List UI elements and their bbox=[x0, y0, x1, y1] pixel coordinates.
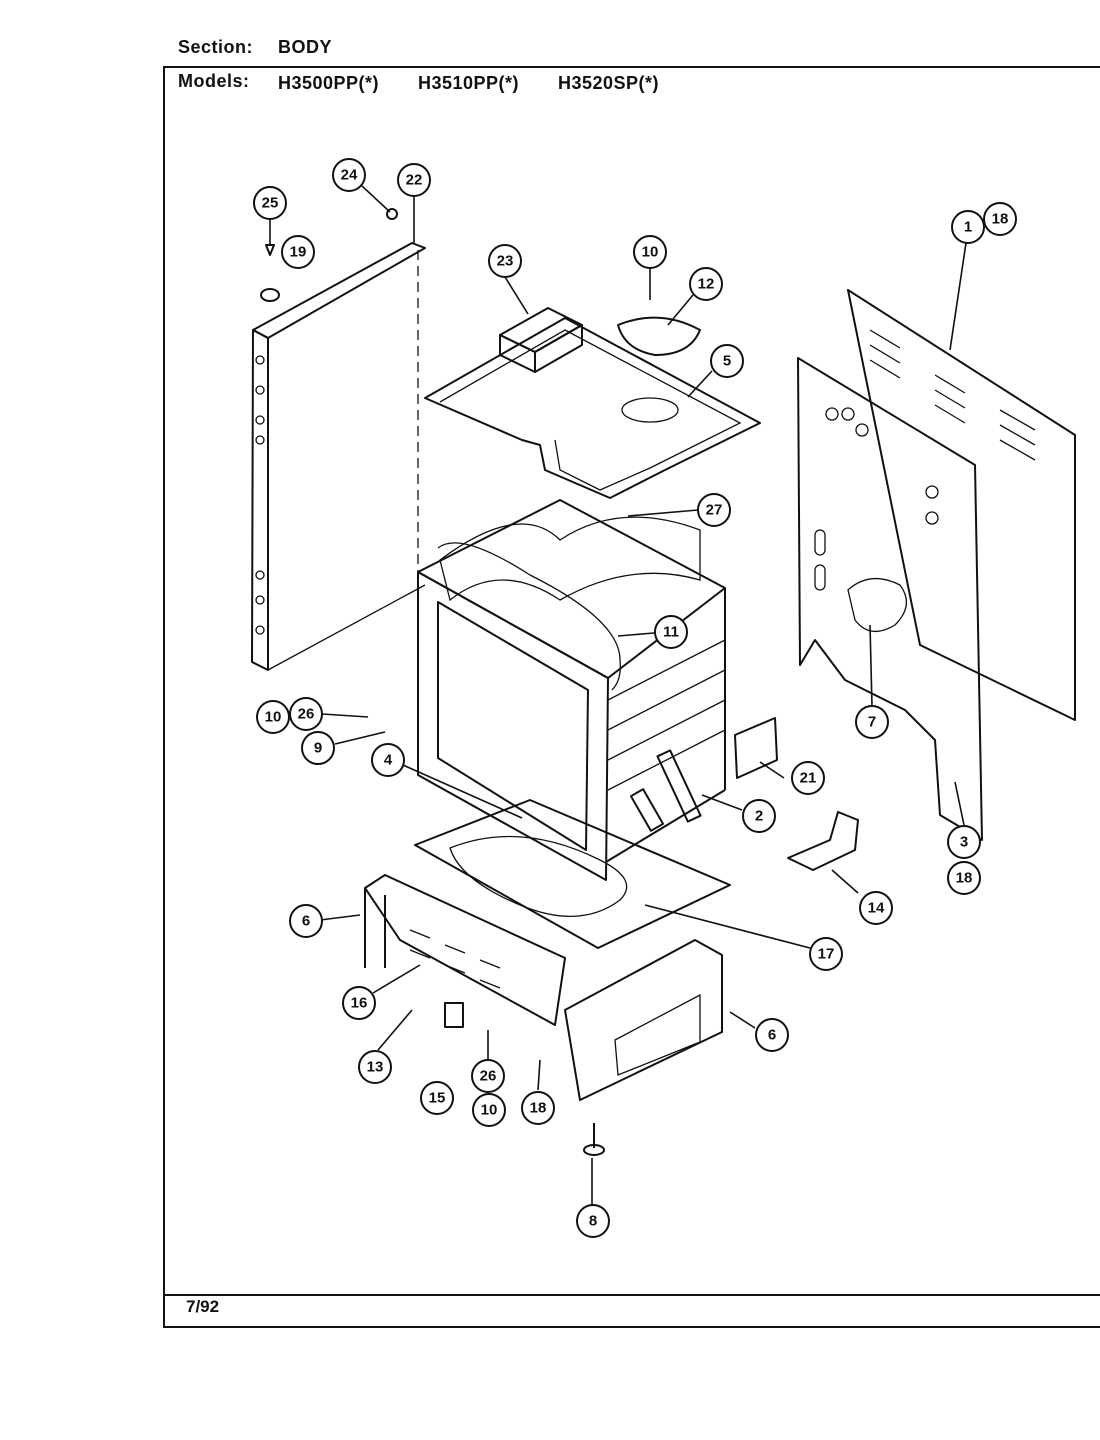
svg-text:16: 16 bbox=[351, 995, 368, 1012]
callout-1: 1 bbox=[951, 210, 985, 244]
callout-21: 21 bbox=[791, 761, 825, 795]
part-junction-box bbox=[499, 307, 583, 373]
svg-text:18: 18 bbox=[956, 870, 973, 887]
svg-text:1: 1 bbox=[964, 219, 972, 236]
svg-text:3: 3 bbox=[960, 834, 968, 851]
callout-24: 24 bbox=[332, 158, 366, 192]
svg-text:25: 25 bbox=[262, 195, 279, 212]
callout-23: 23 bbox=[488, 244, 522, 278]
model-1: H3500PP(*) bbox=[278, 73, 380, 93]
callout-26-bottom: 26 bbox=[471, 1059, 505, 1093]
svg-text:18: 18 bbox=[992, 211, 1009, 228]
svg-text:10: 10 bbox=[481, 1102, 498, 1119]
callout-2: 2 bbox=[742, 799, 776, 833]
callout-25: 25 bbox=[253, 186, 287, 220]
callout-6-left: 6 bbox=[289, 904, 323, 938]
callout-17: 17 bbox=[809, 937, 843, 971]
callout-10-left: 10 bbox=[256, 700, 290, 734]
svg-text:19: 19 bbox=[290, 244, 307, 261]
callout-7: 7 bbox=[855, 705, 889, 739]
callout-14: 14 bbox=[859, 891, 893, 925]
callout-18-right: 18 bbox=[947, 861, 981, 895]
part-back-panel bbox=[797, 289, 1076, 841]
svg-text:14: 14 bbox=[868, 900, 885, 917]
part-bracket-21 bbox=[734, 717, 778, 779]
part-leveling-leg bbox=[583, 1123, 605, 1156]
svg-text:6: 6 bbox=[768, 1027, 776, 1044]
part-bracket-14 bbox=[787, 811, 859, 871]
callout-18-bottom: 18 bbox=[521, 1091, 555, 1125]
diagram-frame bbox=[163, 66, 1100, 1328]
callout-12: 12 bbox=[689, 267, 723, 301]
callout-18-top: 18 bbox=[983, 202, 1017, 236]
svg-text:15: 15 bbox=[429, 1090, 446, 1107]
callout-26-left: 26 bbox=[289, 697, 323, 731]
model-2: H3510PP(*) bbox=[418, 73, 520, 93]
callout-3: 3 bbox=[947, 825, 981, 859]
callout-10-top: 10 bbox=[633, 235, 667, 269]
svg-text:18: 18 bbox=[530, 1100, 547, 1117]
svg-text:27: 27 bbox=[706, 502, 723, 519]
svg-text:2: 2 bbox=[755, 808, 763, 825]
part-insulation bbox=[439, 516, 701, 602]
callout-19: 19 bbox=[281, 235, 315, 269]
part-top-panel bbox=[424, 317, 761, 499]
callout-8: 8 bbox=[576, 1204, 610, 1238]
svg-text:21: 21 bbox=[800, 770, 817, 787]
svg-text:22: 22 bbox=[406, 172, 423, 189]
svg-text:10: 10 bbox=[642, 244, 659, 261]
part-side-panel bbox=[251, 242, 426, 671]
callout-11: 11 bbox=[654, 615, 688, 649]
svg-text:4: 4 bbox=[384, 752, 393, 769]
svg-text:12: 12 bbox=[698, 276, 715, 293]
svg-text:26: 26 bbox=[480, 1068, 497, 1085]
svg-text:13: 13 bbox=[367, 1059, 384, 1076]
svg-text:11: 11 bbox=[663, 624, 679, 641]
svg-text:5: 5 bbox=[723, 353, 731, 370]
callout-4: 4 bbox=[371, 743, 405, 777]
svg-text:26: 26 bbox=[298, 706, 315, 723]
svg-text:10: 10 bbox=[265, 709, 282, 726]
revision-date: 7/92 bbox=[186, 1297, 220, 1316]
part-oven-cavity bbox=[417, 499, 726, 881]
callout-9: 9 bbox=[301, 731, 335, 765]
callout-10-bottom: 10 bbox=[472, 1093, 506, 1127]
part-small-fasteners bbox=[260, 208, 398, 302]
part-base-frame bbox=[364, 874, 723, 1101]
part-bottom-panel bbox=[414, 799, 731, 949]
svg-text:24: 24 bbox=[341, 167, 358, 184]
leader-lines bbox=[269, 185, 967, 1205]
svg-text:17: 17 bbox=[818, 946, 835, 963]
model-3: H3520SP(*) bbox=[558, 73, 660, 93]
part-clip bbox=[444, 1002, 464, 1028]
callout-15: 15 bbox=[420, 1081, 454, 1115]
footer-divider bbox=[163, 1294, 1100, 1296]
part-hinge bbox=[629, 749, 702, 832]
svg-text:6: 6 bbox=[302, 913, 310, 930]
callout-13: 13 bbox=[358, 1050, 392, 1084]
section-value: BODY bbox=[278, 37, 333, 57]
part-vent-cover bbox=[617, 316, 701, 356]
section-label: Section: bbox=[178, 37, 254, 57]
part-wire bbox=[437, 542, 621, 691]
svg-text:8: 8 bbox=[589, 1213, 597, 1230]
svg-text:23: 23 bbox=[497, 253, 514, 270]
svg-text:9: 9 bbox=[314, 740, 322, 757]
callout-16: 16 bbox=[342, 986, 376, 1020]
callout-6-right: 6 bbox=[755, 1018, 789, 1052]
svg-text:7: 7 bbox=[868, 714, 876, 731]
callout-22: 22 bbox=[397, 163, 431, 197]
callout-5: 5 bbox=[710, 344, 744, 378]
models-label: Models: bbox=[178, 71, 250, 91]
callout-27: 27 bbox=[697, 493, 731, 527]
